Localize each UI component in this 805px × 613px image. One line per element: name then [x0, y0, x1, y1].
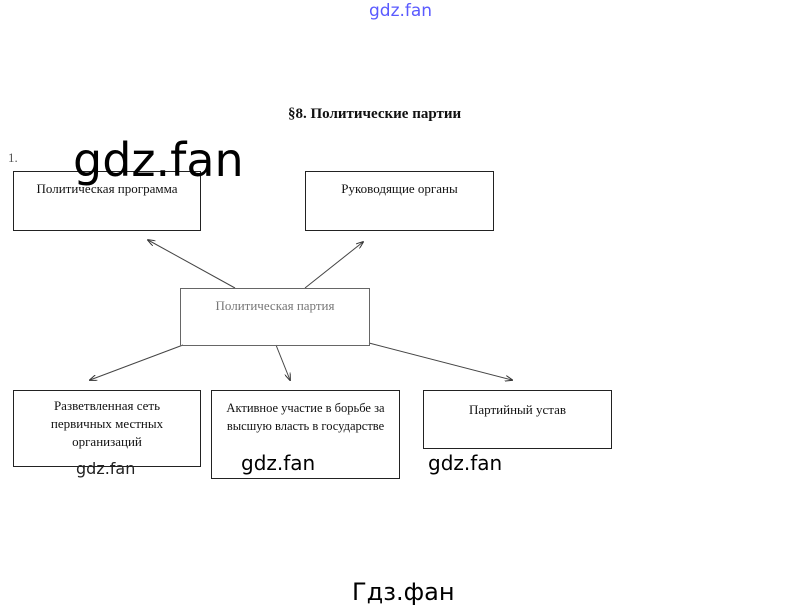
box-political-party: Политическая партия	[180, 288, 370, 346]
arrow-to-bodies	[304, 242, 363, 289]
box-struggle-for-power: Активное участие в борьбе за высшую влас…	[211, 390, 400, 479]
page-title: §8. Политические партии	[288, 106, 462, 122]
watermark-large: gdz.fan	[73, 133, 244, 187]
watermark-top: gdz.fan	[369, 1, 433, 21]
arrow-to-charter	[368, 342, 512, 380]
box-local-organizations: Разветвленная сеть первичных местных орг…	[13, 390, 201, 467]
watermark-box2: gdz.fan	[241, 451, 316, 475]
arrow-to-program	[148, 240, 236, 289]
watermark-bottom: Гдз.фан	[352, 578, 455, 606]
watermark-box1: gdz.fan	[76, 459, 136, 478]
box-program: Политическая программа	[13, 171, 201, 231]
arrow-to-network	[90, 344, 184, 380]
watermark-box3: gdz.fan	[428, 451, 503, 475]
box-governing-bodies: Руководящие органы	[305, 171, 494, 231]
task-number: 1.	[8, 150, 18, 165]
box-party-charter: Партийный устав	[423, 390, 612, 449]
arrow-to-struggle	[275, 344, 290, 380]
